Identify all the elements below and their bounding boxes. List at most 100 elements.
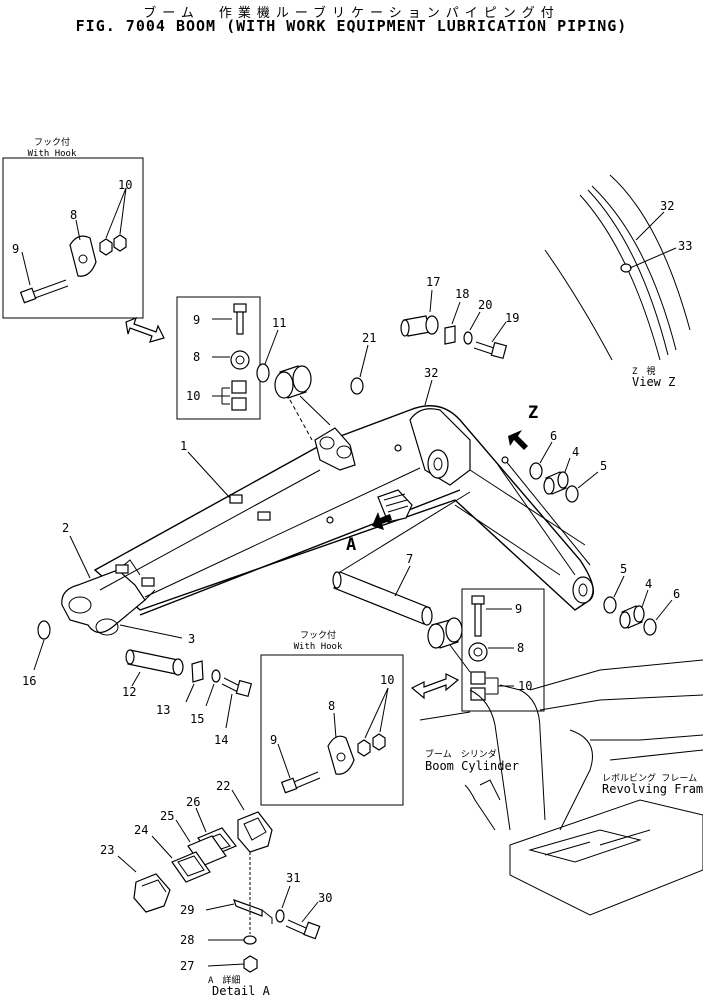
bolt-icon: [280, 771, 321, 794]
nut-icon: [243, 955, 258, 973]
part-number-label: 16: [22, 674, 36, 688]
part-number-label: 10: [118, 178, 132, 192]
nut-icon: [99, 238, 113, 256]
bushing-icon: [619, 605, 645, 629]
part-number-label: 25: [160, 809, 174, 823]
part-number-label: 30: [318, 891, 332, 905]
part-number-label: 5: [620, 562, 627, 576]
part-number-label: 5: [600, 459, 607, 473]
part-number-label: 19: [505, 311, 519, 325]
with-hook-label-jp-lower: フック付: [300, 630, 336, 641]
part-number-label: 8: [193, 350, 200, 364]
arrow-a-label: A: [346, 535, 356, 555]
pin-icon: [125, 649, 184, 676]
bushing-icon: [543, 471, 569, 495]
part-number-label: 8: [517, 641, 524, 655]
part-number-label: 6: [673, 587, 680, 601]
part-number-label: 27: [180, 959, 194, 973]
part-number-label: 15: [190, 712, 204, 726]
seal-icon: [529, 462, 543, 480]
pin-parts-inset-frame-upper: [176, 296, 261, 420]
part-number-label: 9: [193, 313, 200, 327]
part-number-label: 11: [272, 316, 286, 330]
part-number-label: 4: [572, 445, 579, 459]
with-hook-inset-top: フック付 With Hook 10 8 9: [2, 137, 144, 319]
bolt-icon: [19, 279, 69, 304]
double-arrow-icon: [410, 673, 460, 700]
lube-block-icon: [377, 489, 413, 523]
pin-parts-inset-lower: 9 8 10: [461, 588, 545, 712]
bushing-icon: [274, 365, 312, 399]
part-number-label: 14: [214, 733, 228, 747]
washer-icon: [37, 620, 51, 640]
pin-icon: [400, 315, 439, 337]
bolt-icon: [285, 919, 321, 940]
nut-icon: [113, 234, 127, 252]
boom-cylinder-label: Boom Cylinder: [425, 759, 519, 773]
part-number-label: 9: [515, 602, 522, 616]
part-number-label: 4: [645, 577, 652, 591]
part-number-label: 12: [122, 685, 136, 699]
part-number-label: 23: [100, 843, 114, 857]
lock-plate-icon: [444, 325, 456, 345]
revolving-frame-label: Revolving Frame: [602, 782, 703, 796]
washer-icon: [275, 909, 285, 923]
seal-icon: [643, 618, 657, 636]
view-z-label: View Z: [632, 375, 675, 389]
with-hook-label-top: With Hook: [28, 149, 77, 159]
with-hook-inset-lower: フック付 With Hook 10 8 9: [260, 630, 404, 806]
part-number-label: 1: [180, 439, 187, 453]
washer-icon: [463, 331, 473, 345]
nut-icon: [372, 733, 386, 751]
part-number-label: 10: [186, 389, 200, 403]
part-number-label: 32: [660, 199, 674, 213]
pin-parts-inset-frame-lower: [461, 588, 545, 712]
part-number-label: 21: [362, 331, 376, 345]
part-number-label: 9: [270, 733, 277, 747]
washer-icon: [350, 377, 364, 395]
bolt-icon: [473, 341, 508, 360]
figure-title: FIG. 7004 BOOM (WITH WORK EQUIPMENT LUBR…: [75, 17, 628, 35]
with-hook-label-lower: With Hook: [294, 642, 343, 652]
arrow-z-label: Z: [528, 403, 538, 423]
double-arrow-icon: [125, 316, 165, 343]
detail-a-label: Detail A: [212, 984, 271, 996]
washer-icon: [256, 363, 270, 383]
part-number-label: 17: [426, 275, 440, 289]
bushing-icon: [427, 617, 463, 649]
part-number-label: 3: [188, 632, 195, 646]
boom-cylinder-label-jp: ブーム シリンダ: [425, 748, 497, 760]
detail-a-label-jp: A 詳細: [208, 974, 240, 986]
part-number-label: 31: [286, 871, 300, 885]
part-number-label: 33: [678, 239, 692, 253]
revolving-frame: [419, 659, 703, 916]
part-number-label: 8: [70, 208, 77, 222]
revolving-frame-label-jp: レボルビング フレーム: [602, 772, 697, 784]
washer-icon: [211, 669, 221, 683]
arrow-a-icon: [372, 512, 392, 530]
detail-a: 22 26 25 24 23 29 28 27: [100, 779, 332, 996]
with-hook-inset-frame-lower: [260, 654, 404, 806]
part-number-label: 2: [62, 521, 69, 535]
seal-icon: [603, 596, 617, 614]
part-number-label: 28: [180, 933, 194, 947]
part-number-label: 20: [478, 298, 492, 312]
view-z-label-jp: Z 視: [632, 365, 655, 377]
seal-icon: [565, 485, 579, 503]
hook-plate-icon: [327, 735, 355, 775]
part-number-label: 10: [518, 679, 532, 693]
part-number-label: 24: [134, 823, 148, 837]
lock-plate-icon: [191, 660, 204, 683]
part-number-label: 32: [424, 366, 438, 380]
part-number-label: 13: [156, 703, 170, 717]
part-number-label: 29: [180, 903, 194, 917]
part-number-label: 26: [186, 795, 200, 809]
with-hook-inset-frame-top: [2, 157, 144, 319]
bolt-icon: [221, 677, 253, 698]
part-number-label: 7: [406, 552, 413, 566]
hook-plate-icon: [69, 235, 97, 277]
figure-title-japanese: ブーム 作業機ルーブリケーションパイピング付: [143, 6, 560, 21]
washer-icon: [243, 935, 257, 945]
part-number-label: 6: [550, 429, 557, 443]
with-hook-label-jp-top: フック付: [34, 137, 70, 148]
